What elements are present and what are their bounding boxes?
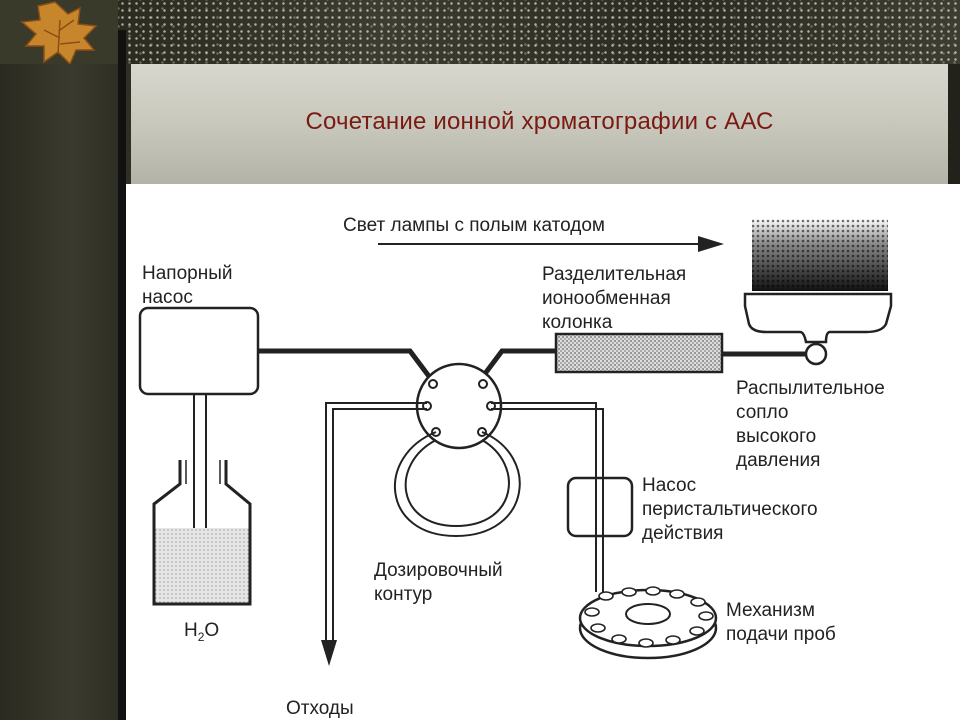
lamp-light-label: Свет лампы с полым катодом bbox=[343, 215, 605, 236]
nozzle-label-line4: давления bbox=[736, 450, 820, 471]
column-label-line1: Разделительная bbox=[542, 264, 686, 285]
title-panel: Сочетание ионной хроматографии с ААС bbox=[131, 64, 948, 184]
diagram-panel: Свет лампы с полым катодом Напорный насо… bbox=[126, 184, 960, 720]
autumn-leaf-icon bbox=[20, 1, 98, 66]
vertical-divider-line bbox=[118, 30, 126, 720]
peristaltic-label-line1: Насос bbox=[642, 475, 696, 496]
pump-label-line2: насос bbox=[142, 287, 193, 308]
pump-to-valve-line bbox=[258, 348, 433, 381]
pressure-pump bbox=[138, 306, 260, 396]
light-arrow bbox=[378, 236, 724, 252]
water-label: H2O bbox=[184, 620, 219, 644]
loop-label-line2: контур bbox=[374, 584, 432, 605]
water-beaker bbox=[152, 460, 252, 606]
pump-label-line1: Напорный bbox=[142, 263, 232, 284]
waste-label: Отходы bbox=[286, 698, 354, 719]
left-decor-bar bbox=[0, 0, 118, 720]
sampler-label-line1: Механизм bbox=[726, 600, 815, 621]
nozzle-ball bbox=[804, 342, 828, 366]
sampler-label-line2: подачи проб bbox=[726, 624, 836, 645]
title-panel-shadow bbox=[948, 64, 960, 190]
slide-title: Сочетание ионной хроматографии с ААС bbox=[305, 108, 774, 135]
ic-aas-diagram: Свет лампы с полым катодом Напорный насо… bbox=[138, 215, 893, 719]
nozzle-label-line3: высокого bbox=[736, 426, 816, 447]
leaf-corner bbox=[0, 0, 118, 66]
injection-valve bbox=[415, 362, 503, 450]
dosing-loop bbox=[393, 431, 521, 538]
column-label-line2: ионообменная bbox=[542, 288, 671, 309]
loop-label-line1: Дозировочный bbox=[374, 560, 503, 581]
peristaltic-label-line3: действия bbox=[642, 523, 723, 544]
column-label-line3: колонка bbox=[542, 312, 613, 333]
nozzle-label-line1: Распылительное bbox=[736, 378, 885, 399]
sample-changer bbox=[578, 586, 718, 660]
peristaltic-label-line2: перистальтического bbox=[642, 499, 818, 520]
valve-to-column-line bbox=[479, 348, 556, 381]
nozzle-label-line2: сопло bbox=[736, 402, 788, 423]
flame bbox=[752, 219, 888, 291]
waste-line bbox=[321, 402, 427, 666]
peristaltic-pump bbox=[566, 476, 634, 538]
separation-column bbox=[554, 332, 724, 374]
top-texture-band bbox=[0, 0, 960, 64]
